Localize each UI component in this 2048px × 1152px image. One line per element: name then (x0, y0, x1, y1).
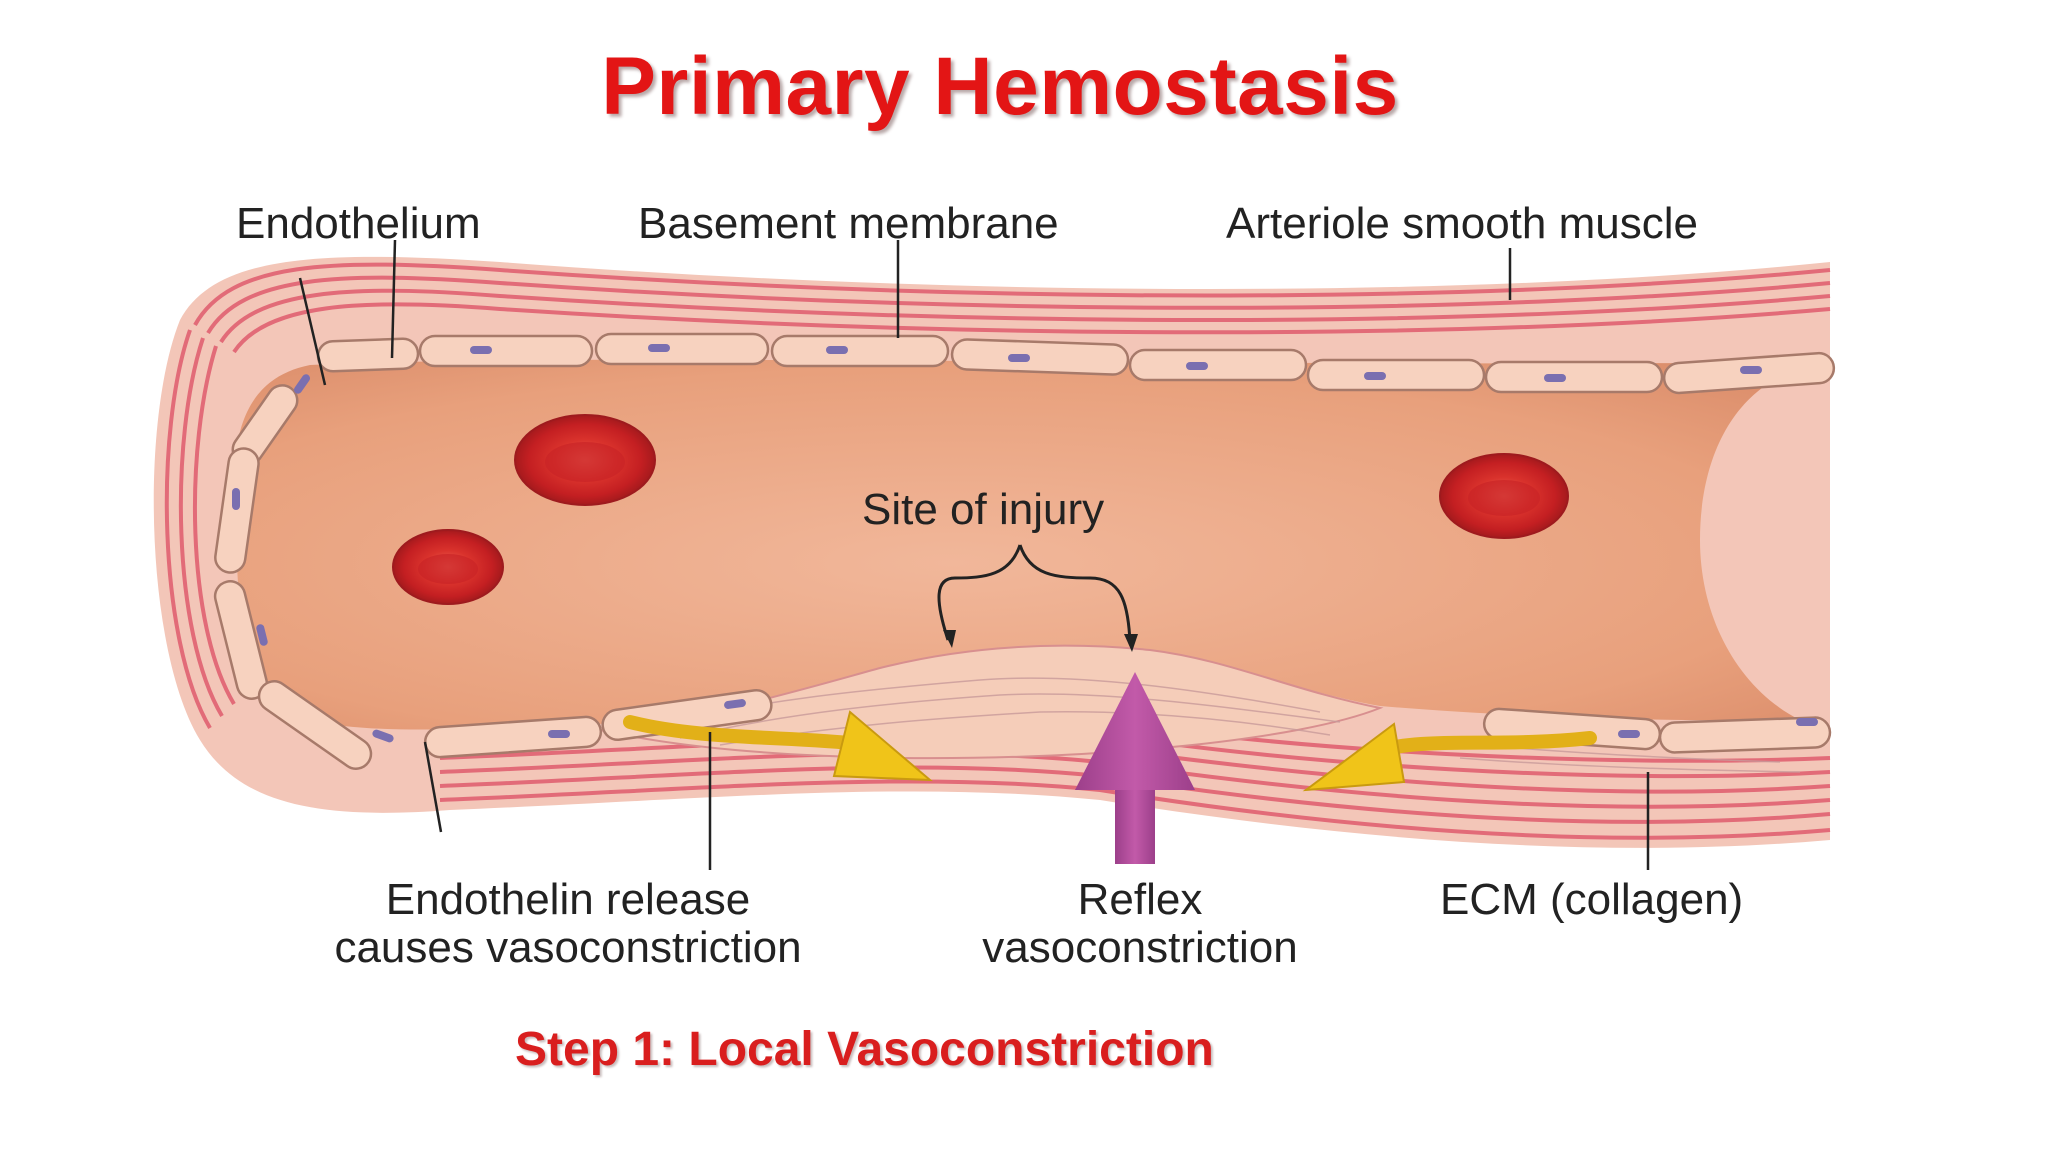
yellow-arrow-right (1302, 722, 1597, 792)
smooth-muscle-left (164, 329, 236, 730)
label-basement-membrane: Basement membrane (638, 199, 1059, 248)
diagram-title: Primary Hemostasis (601, 41, 1399, 132)
label-endothelium: Endothelium (236, 199, 481, 248)
smooth-muscle-top (193, 262, 1831, 354)
cell-nuclei (232, 344, 1818, 743)
injury-bracket-arrowheads (943, 630, 1138, 652)
step-subtitle: Step 1: Local Vasoconstriction (515, 1023, 1214, 1076)
yellow-arrow-left (623, 710, 933, 782)
leader-lines (298, 239, 1650, 870)
label-endothelin-release: Endothelin release causes vasoconstricti… (258, 876, 878, 972)
label-endothelin-line2: causes vasoconstriction (334, 923, 802, 972)
label-reflex-line1: Reflex (1077, 875, 1203, 924)
label-endothelin-line1: Endothelin release (385, 875, 751, 924)
label-ecm-collagen: ECM (collagen) (1440, 875, 1744, 924)
label-arteriole-smooth-muscle: Arteriole smooth muscle (1226, 199, 1698, 248)
injury-bracket (937, 544, 1132, 643)
endothelial-cells-left (213, 384, 373, 770)
endothelial-cells-top (316, 332, 1836, 395)
label-reflex-line2: vasoconstriction (982, 923, 1298, 972)
red-blood-cells (392, 414, 1569, 605)
purple-arrow (1075, 672, 1195, 864)
label-reflex-vasoconstriction: Reflex vasoconstriction (920, 876, 1360, 972)
label-site-of-injury: Site of injury (862, 485, 1105, 534)
